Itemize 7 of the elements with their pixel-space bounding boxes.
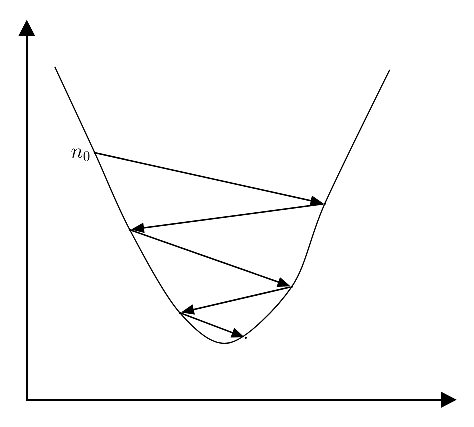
point xyxy=(244,336,248,340)
point xyxy=(178,312,182,314)
point xyxy=(290,286,294,288)
point xyxy=(324,202,326,206)
point xyxy=(128,228,132,232)
point-label: $n_0$ xyxy=(72,148,90,162)
point xyxy=(94,152,96,154)
